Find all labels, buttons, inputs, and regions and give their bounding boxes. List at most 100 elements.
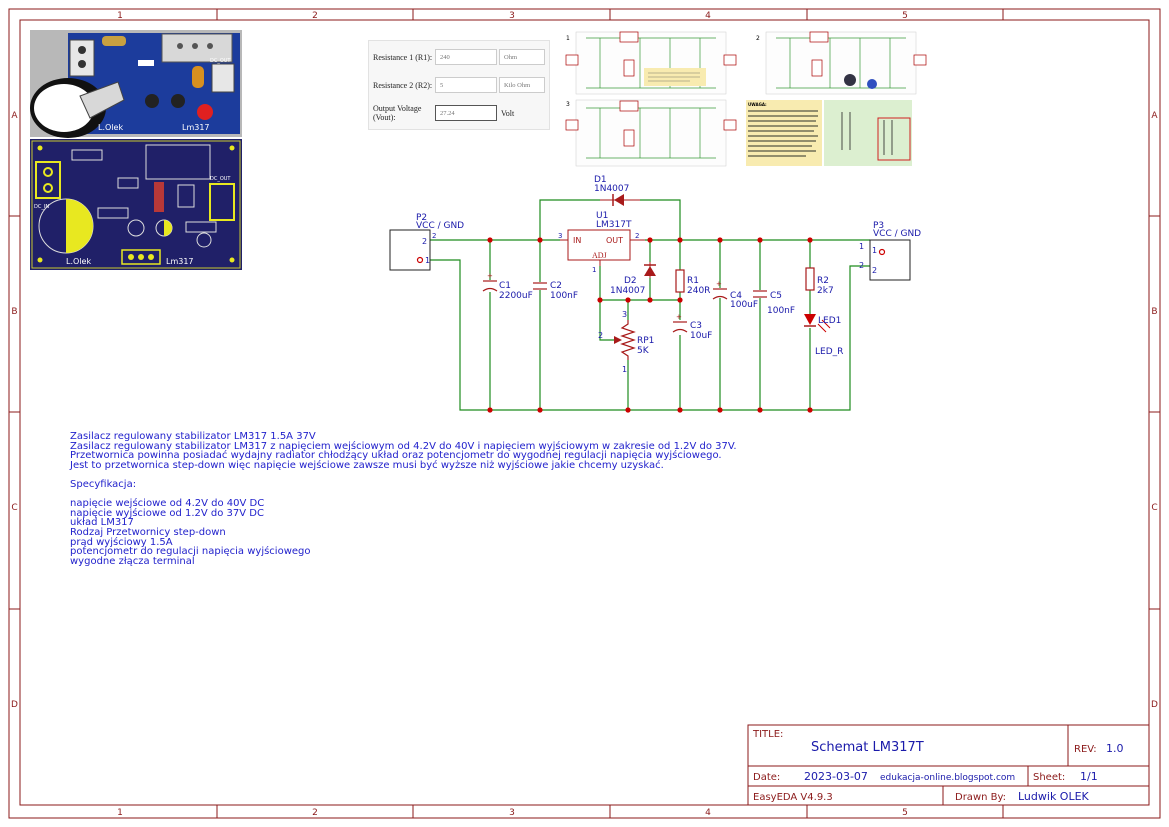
row-label: C [11, 503, 17, 513]
pcb-model-label: Lm317 [182, 123, 210, 132]
description-line: Jest to przetwornica step-down więc napi… [70, 459, 664, 471]
d2-val: 1N4007 [610, 286, 645, 296]
rp1-ref: RP1 [637, 336, 654, 346]
col-label: 2 [312, 11, 318, 21]
pcb-dcout-label-bottom: DC_OUT [210, 176, 231, 182]
u1-pin3: 3 [558, 232, 562, 240]
title-block [747, 724, 1150, 806]
c3-val: 10uF [690, 331, 712, 341]
r1-ref: R1 [687, 276, 699, 286]
p2-pin2: 2 [422, 237, 427, 246]
c2-ref: C2 [550, 281, 562, 291]
p3-ref: P3 [873, 221, 884, 231]
c1-ref: C1 [499, 281, 511, 291]
mini-schematic-3: 3 [565, 99, 737, 167]
col-label: 1 [117, 808, 123, 818]
potentiometer-rp1: RP1 5K 2 3 1 [598, 310, 654, 374]
date-label: Date: [753, 772, 780, 783]
calc-r2-label: Resistance 2 (R2): [373, 80, 433, 90]
calc-r1-input[interactable]: 240 [435, 49, 497, 65]
drawn-label: Drawn By: [955, 792, 1006, 803]
junctions [487, 237, 813, 413]
calc-r1-unit-select[interactable]: Ohm [499, 49, 545, 65]
r2-ref: R2 [817, 276, 829, 286]
spec-item: napięcie wyjściowe od 1.2V do 37V DC [70, 507, 264, 519]
u1-pin2: 2 [635, 232, 639, 240]
r2-val: 2k7 [817, 286, 834, 296]
title-block-text: TITLE: Schemat LM317T REV: 1.0 Date: 202… [752, 729, 1124, 803]
description-line: Przetwornica powinna posiadać wydajny ra… [70, 450, 722, 462]
diode-d1: D1 1N4007 [594, 175, 640, 206]
spec-item: układ LM317 [70, 517, 134, 529]
pcb-3d-top: L.Olek Lm317 DC_OUT [30, 30, 242, 138]
u1-adj: ADJ [592, 251, 607, 260]
col-label: 3 [509, 11, 515, 21]
calc-r2-row: Resistance 2 (R2): [373, 75, 435, 95]
capacitor-c3: + C3 10uF [672, 313, 712, 341]
row-label: A [1151, 111, 1158, 121]
rp1-val: 5K [637, 346, 650, 356]
col-label: 5 [902, 808, 908, 818]
rev-label: REV: [1074, 744, 1097, 755]
p3-pin1-num: 1 [859, 242, 864, 251]
p3-name: VCC / GND [873, 229, 921, 239]
led-val: LED_R [815, 347, 843, 357]
capacitor-c5: C5 100nF [753, 290, 795, 316]
pcb-model-label-bottom: Lm317 [166, 257, 194, 266]
row-label: B [1151, 307, 1157, 317]
col-label: 5 [902, 11, 908, 21]
c3-ref: C3 [690, 321, 702, 331]
calc-vout-output[interactable]: 27.24 [435, 105, 497, 121]
pcb-dcin-label: DC_IN [34, 204, 49, 210]
p2-ref: P2 [416, 213, 427, 223]
col-label: 3 [509, 808, 515, 818]
c4-ref: C4 [730, 291, 742, 301]
frame-labels: 1 2 3 4 5 1 2 3 4 5 A B C D A B C D [11, 11, 1158, 818]
col-label: 4 [705, 11, 711, 21]
svg-text:+: + [716, 280, 722, 288]
mini-label: 1 [566, 35, 570, 42]
c5-val: 100nF [767, 306, 795, 316]
description-line: Zasilacz regulowany stabilizator LM317 z… [70, 440, 737, 452]
sheet-label: Sheet: [1033, 772, 1065, 783]
col-label: 2 [312, 808, 318, 818]
wires [430, 199, 870, 411]
p2-pin2-num: 2 [432, 232, 436, 240]
description-line: Zasilacz regulowany stabilizator LM317 1… [70, 431, 316, 442]
mini-label: 3 [566, 101, 570, 108]
d1-ref: D1 [594, 175, 607, 185]
c1-val: 2200uF [499, 291, 533, 301]
connector-p2: P2 VCC / GND 2 1 2 [389, 213, 464, 271]
row-label: D [1151, 700, 1158, 710]
diode-d2: D2 1N4007 [610, 262, 656, 296]
col-label: 4 [705, 808, 711, 818]
spec-title: Specyfikacja: [70, 478, 137, 490]
u1-in: IN [573, 236, 581, 245]
p2-pin1: 1 [425, 256, 430, 265]
voltage-calculator: Resistance 1 (R1): 240 Ohm Resistance 2 … [368, 40, 550, 130]
mini-schematic-2: 2 [756, 31, 927, 95]
calc-r2-input[interactable]: 5 [435, 77, 497, 93]
resistor-r2: R2 2k7 [805, 267, 834, 296]
calc-vout-label: Output Voltage (Vout): [373, 104, 422, 122]
u1-out: OUT [606, 236, 623, 245]
spec-item: prąd wyjściowy 1.5A [70, 536, 173, 548]
spec-item: Rodzaj Przetwornicy step-down [70, 526, 226, 538]
row-label: A [11, 111, 18, 121]
calc-vout-row: Output Voltage (Vout): [373, 103, 435, 123]
sheet-frame [8, 8, 1161, 819]
resistor-r1: R1 240R [675, 269, 710, 296]
pcb-author-label: L.Olek [98, 123, 123, 132]
mini-note-title: UWAGA: [748, 102, 767, 107]
rp1-pin2: 2 [598, 331, 603, 340]
date-value: 2023-03-07 [804, 770, 868, 783]
spec-item: wygodne złącza terminal [70, 555, 195, 567]
calc-r1-row: Resistance 1 (R1): [373, 47, 435, 67]
capacitor-c1: + C1 2200uF [482, 272, 533, 301]
calc-r2-unit-select[interactable]: Kilo Ohm [499, 77, 545, 93]
p3-pin2-num: 2 [859, 261, 864, 270]
rp1-pin1: 1 [622, 365, 627, 374]
u1-ref: U1 [596, 211, 608, 221]
title-label: TITLE: [752, 729, 783, 740]
